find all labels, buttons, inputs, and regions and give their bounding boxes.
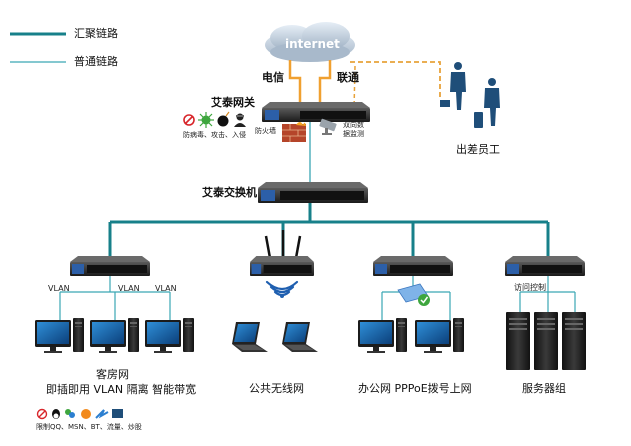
gateway-device bbox=[262, 102, 370, 122]
gateway-firewall-label: 防火墙 bbox=[255, 127, 276, 135]
laptop-bag-icon bbox=[440, 100, 450, 107]
vlan-label-3: VLAN bbox=[155, 284, 177, 293]
vlan-label-2: VLAN bbox=[118, 284, 140, 293]
remote-worker-2 bbox=[484, 78, 500, 126]
wifi-dot-icon bbox=[280, 294, 284, 298]
firewall-icon bbox=[282, 122, 306, 142]
wifi-network-label: 公共无线网 bbox=[249, 382, 304, 395]
legend-normal-label: 普通链路 bbox=[74, 55, 118, 68]
office-network-label: 办公网 PPPoE拨号上网 bbox=[358, 382, 472, 395]
guest-pc-2 bbox=[90, 318, 139, 353]
laptop-2 bbox=[282, 322, 318, 352]
office-switch bbox=[373, 256, 453, 276]
unicom-line bbox=[318, 60, 332, 104]
vpn-line bbox=[350, 61, 441, 100]
guest-switch bbox=[70, 256, 150, 276]
no-entry-icon bbox=[183, 114, 195, 126]
guest-features-label: 即插即用 VLAN 隔离 智能带宽 bbox=[46, 383, 197, 396]
msn-icon bbox=[65, 409, 75, 418]
camera-icon bbox=[319, 118, 337, 135]
internet-label: internet bbox=[285, 37, 340, 51]
guest-pc-1 bbox=[35, 318, 84, 353]
unicom-label: 联通 bbox=[337, 71, 359, 84]
laptop-1 bbox=[232, 322, 268, 352]
pppoe-dialer-icon bbox=[397, 283, 430, 306]
server-switch bbox=[505, 256, 585, 276]
bt-icon bbox=[81, 409, 91, 419]
server-group-label: 服务器组 bbox=[522, 382, 566, 395]
internet-cloud bbox=[265, 22, 355, 62]
bomb-icon bbox=[217, 111, 230, 127]
vlan-label-1: VLAN bbox=[48, 284, 70, 293]
hacker-icon bbox=[234, 113, 246, 127]
qq-icon bbox=[52, 409, 60, 419]
wifi-icon bbox=[265, 280, 299, 297]
guest-links bbox=[59, 276, 171, 320]
remote-workers-label: 出差员工 bbox=[456, 143, 500, 156]
wireless-router bbox=[250, 230, 314, 276]
telecom-line bbox=[288, 60, 302, 104]
legend-aggregate-label: 汇聚链路 bbox=[74, 27, 118, 40]
core-switch-title: 艾泰交换机 bbox=[202, 186, 257, 199]
restriction-label: 限制QQ、MSN、BT、流量、炒股 bbox=[36, 423, 142, 431]
gateway-monitor-label: 双向数据监测 bbox=[343, 121, 364, 138]
telecom-label: 电信 bbox=[262, 71, 284, 84]
gateway-protect-label: 防病毒、攻击、入侵 bbox=[183, 131, 246, 139]
aggregate-links bbox=[108, 203, 550, 258]
server-access-label: 访问控制 bbox=[514, 283, 546, 292]
virus-icon bbox=[198, 112, 214, 128]
office-pc-1 bbox=[358, 318, 407, 353]
server-links bbox=[519, 276, 576, 312]
no-entry-small-icon bbox=[36, 408, 48, 420]
stock-icon bbox=[112, 409, 123, 418]
suitcase-icon bbox=[474, 112, 483, 128]
guest-network-label: 客房网 bbox=[96, 368, 129, 381]
guest-pc-3 bbox=[145, 318, 194, 353]
core-switch-device bbox=[258, 182, 368, 203]
traffic-icon bbox=[95, 409, 109, 419]
remote-worker-1 bbox=[450, 62, 466, 110]
server-rack bbox=[506, 312, 586, 370]
office-pc-2 bbox=[415, 318, 464, 353]
gateway-title: 艾泰网关 bbox=[211, 96, 255, 109]
